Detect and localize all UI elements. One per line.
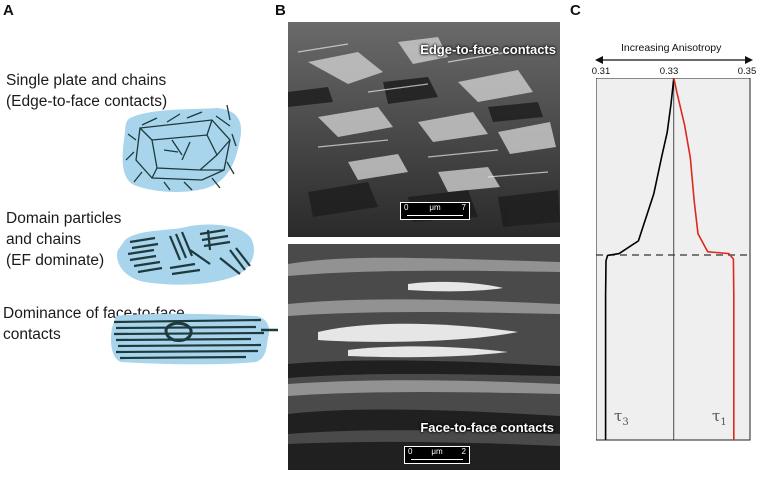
panel-a-letter: A	[3, 2, 14, 19]
scale-bar-top: 0 μm 7	[400, 202, 470, 220]
tau1-series-line	[673, 78, 735, 440]
anisotropy-chart	[596, 78, 751, 441]
chart-plot-area	[596, 78, 751, 441]
chart-title: Increasing Anisotropy	[621, 42, 722, 54]
sem-image-edge-to-face: Edge-to-face contacts 0 μm 7	[288, 22, 560, 237]
x-tick-label-0: 0.31	[591, 66, 611, 77]
scale-bar-bottom: 0 μm 2	[404, 446, 470, 464]
tau1-label: τ1	[712, 407, 727, 428]
sem-texture-bottom	[288, 244, 560, 470]
face-to-face-sketch	[110, 313, 278, 365]
anisotropy-arrow	[595, 56, 753, 64]
sem-caption-bottom: Face-to-face contacts	[420, 420, 554, 435]
panel-b-letter: B	[275, 2, 286, 19]
tau3-series-line	[604, 78, 675, 440]
x-tick-label-1: 0.33	[659, 66, 679, 77]
x-tick-label-2: 0.35	[737, 66, 757, 77]
sem-image-face-to-face: Face-to-face contacts 0 μm 2	[288, 244, 560, 470]
sem-texture-top	[288, 22, 560, 237]
panel-c-letter: C	[570, 2, 581, 19]
domain-particles-sketch	[117, 224, 254, 285]
sketch-1-blob	[122, 108, 242, 192]
label-domain-particles: Domain particles and chains (EF dominate…	[6, 210, 122, 269]
label-edge-to-face: Single plate and chains (Edge-to-face co…	[6, 72, 168, 110]
tau3-label: τ3	[614, 407, 629, 428]
edge-to-face-sketch	[122, 104, 242, 192]
sem-caption-top: Edge-to-face contacts	[420, 42, 556, 57]
